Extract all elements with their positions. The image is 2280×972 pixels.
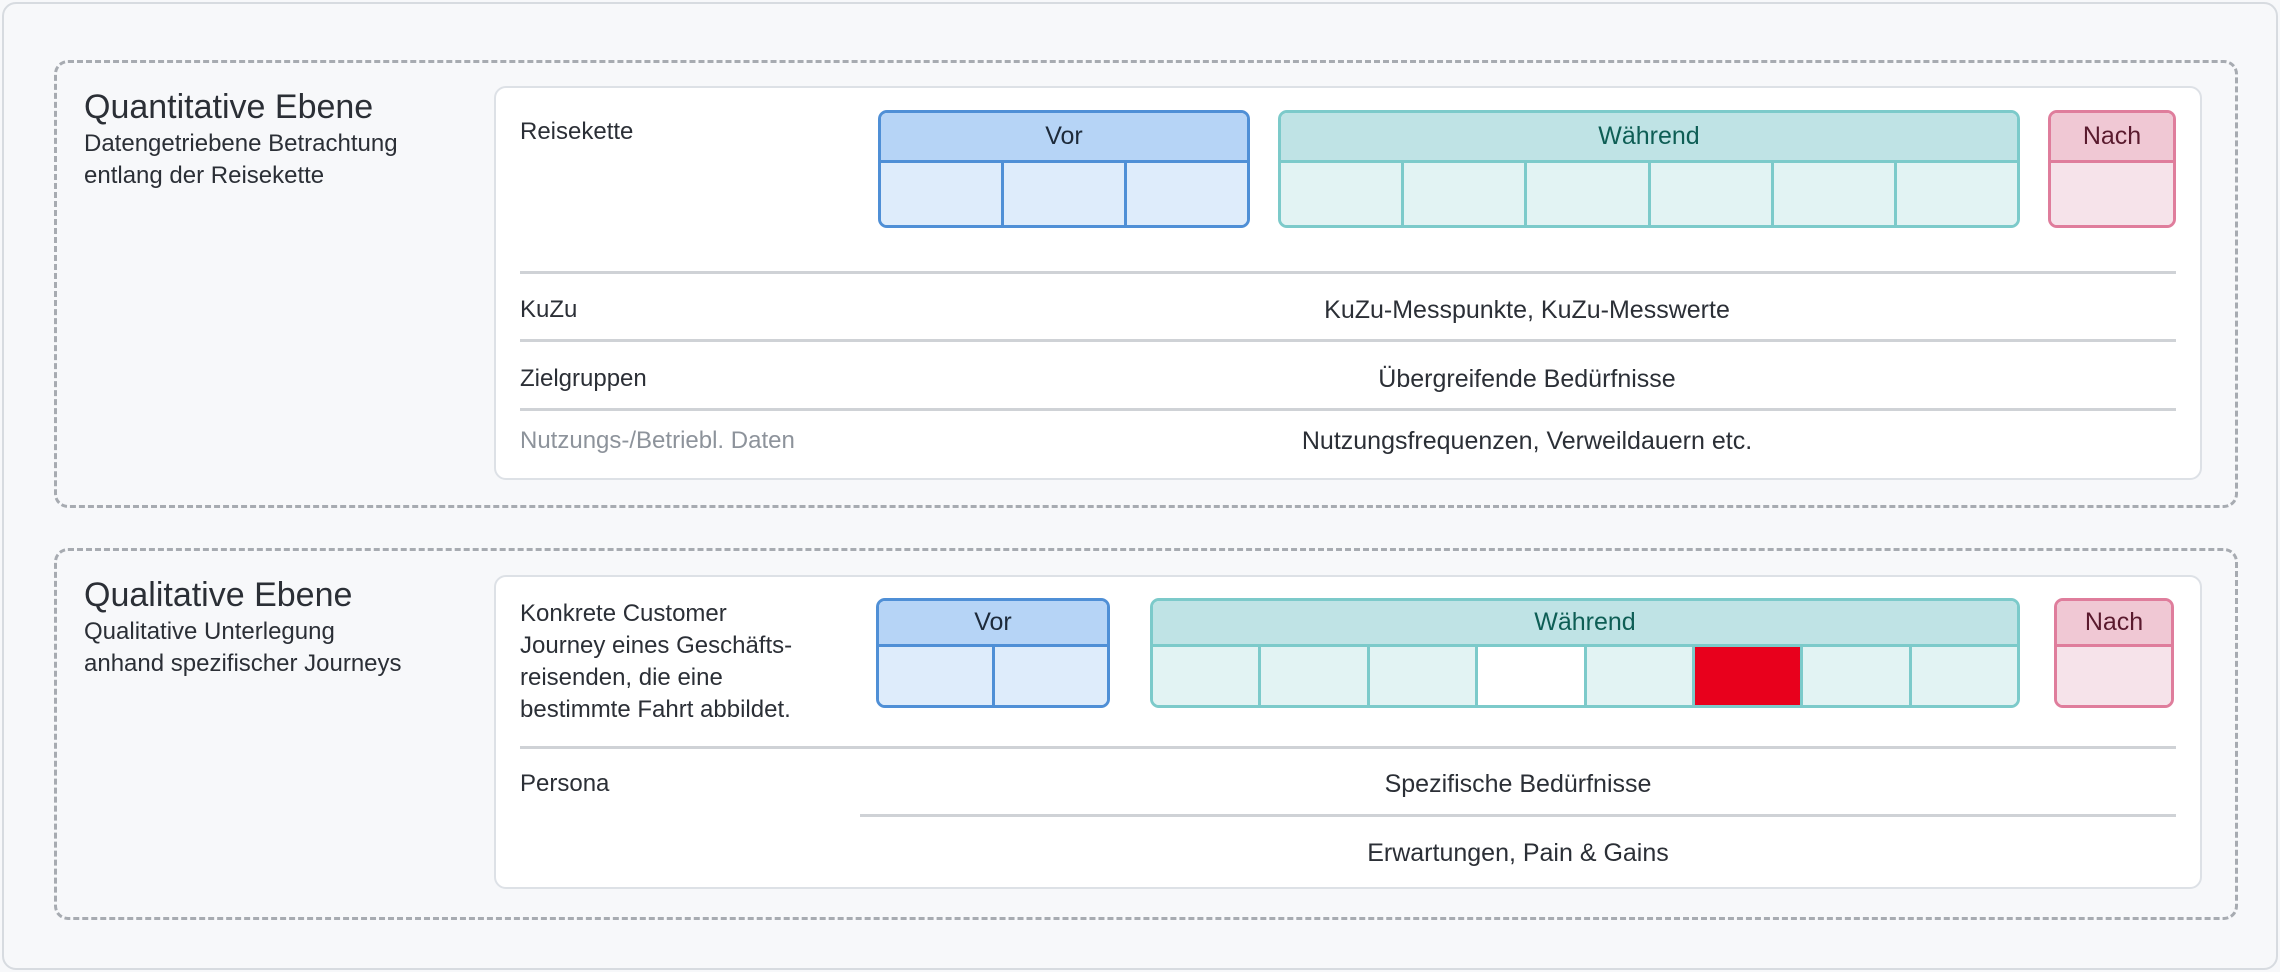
zielgruppen-label: Zielgruppen — [520, 365, 647, 392]
quantitative-subtitle-line2: entlang der Reisekette — [84, 162, 325, 189]
q2-phase-vor: Vor — [876, 598, 1110, 708]
journey-description-line: Journey eines Geschäfts- — [520, 632, 793, 659]
divider — [520, 339, 2176, 342]
persona-value-pains-gains: Erwartungen, Pain & Gains — [1367, 839, 1669, 867]
q2-phase-vor-header: Vor — [879, 601, 1107, 647]
divider — [520, 271, 2176, 274]
q1-phase-nach: Nach — [2048, 110, 2176, 228]
q2-waehrend-cell — [1803, 647, 1912, 705]
kuzu-value: KuZu-Messpunkte, KuZu-Messwerte — [1324, 296, 1730, 324]
qualitative-subtitle: Qualitative Unterlegung anhand spezifisc… — [84, 616, 484, 680]
nutzungsdaten-value: Nutzungsfrequenzen, Verweildauern etc. — [1301, 427, 1753, 455]
q1-phase-nach-header: Nach — [2051, 113, 2173, 163]
qualitative-subtitle-line2: anhand spezifischer Journeys — [84, 650, 402, 677]
q2-waehrend-cell — [1261, 647, 1370, 705]
q1-phase-vor: Vor — [878, 110, 1250, 228]
divider — [860, 814, 2176, 817]
divider — [520, 746, 2176, 749]
q2-vor-cell — [879, 647, 995, 705]
q2-vor-cell — [994, 647, 1107, 705]
qualitative-subtitle-line1: Qualitative Unterlegung — [84, 618, 335, 645]
q1-waehrend-cell — [1281, 163, 1405, 225]
q1-phase-vor-header: Vor — [881, 113, 1247, 163]
qualitative-title: Qualitative Ebene — [84, 576, 353, 614]
q2-phase-waehrend-header: Während — [1153, 601, 2017, 647]
reisekette-label: Reisekette — [520, 118, 634, 145]
q1-waehrend-cell — [1896, 163, 2017, 225]
nutzungsdaten-label: Nutzungs-/Betriebl. Daten — [520, 427, 795, 454]
q1-vor-cell — [1127, 163, 1247, 225]
q1-waehrend-cell — [1650, 163, 1774, 225]
q1-waehrend-cell — [1773, 163, 1897, 225]
quantitative-section — [54, 60, 2238, 508]
q2-phase-waehrend: Während — [1150, 598, 2020, 708]
q1-waehrend-cell — [1527, 163, 1651, 225]
q2-nach-cell — [2057, 647, 2171, 705]
q2-waehrend-cell-highlight-red — [1694, 647, 1804, 705]
q1-nach-cell — [2051, 163, 2173, 225]
zielgruppen-value: Übergreifende Bedürfnisse — [1378, 365, 1676, 393]
q1-waehrend-cell — [1404, 163, 1528, 225]
quantitative-title: Quantitative Ebene — [84, 88, 374, 126]
journey-description-line: bestimmte Fahrt abbildet. — [520, 696, 791, 723]
q2-phase-nach: Nach — [2054, 598, 2174, 708]
journey-description-line: Konkrete Customer — [520, 600, 727, 627]
q2-waehrend-cell — [1153, 647, 1262, 705]
kuzu-label: KuZu — [520, 296, 578, 323]
qualitative-section — [54, 548, 2238, 920]
q1-vor-cell — [1004, 163, 1127, 225]
q2-waehrend-cell-highlight-white — [1478, 647, 1587, 705]
quantitative-subtitle-line1: Datengetriebene Betrachtung — [84, 130, 398, 157]
q2-waehrend-cell — [1369, 647, 1479, 705]
q2-waehrend-cell — [1586, 647, 1695, 705]
journey-description: Konkrete Customer Journey eines Geschäft… — [520, 598, 792, 726]
quantitative-subtitle: Datengetriebene Betrachtung entlang der … — [84, 128, 484, 192]
q1-phase-waehrend-header: Während — [1281, 113, 2017, 163]
persona-value-needs: Spezifische Bedürfnisse — [1384, 770, 1652, 798]
divider — [520, 408, 2176, 411]
q1-phase-waehrend: Während — [1278, 110, 2020, 228]
persona-label: Persona — [520, 770, 610, 797]
q1-vor-cell — [881, 163, 1004, 225]
q2-waehrend-cell — [1911, 647, 2017, 705]
q2-phase-nach-header: Nach — [2057, 601, 2171, 647]
journey-description-line: reisenden, die eine — [520, 664, 723, 691]
